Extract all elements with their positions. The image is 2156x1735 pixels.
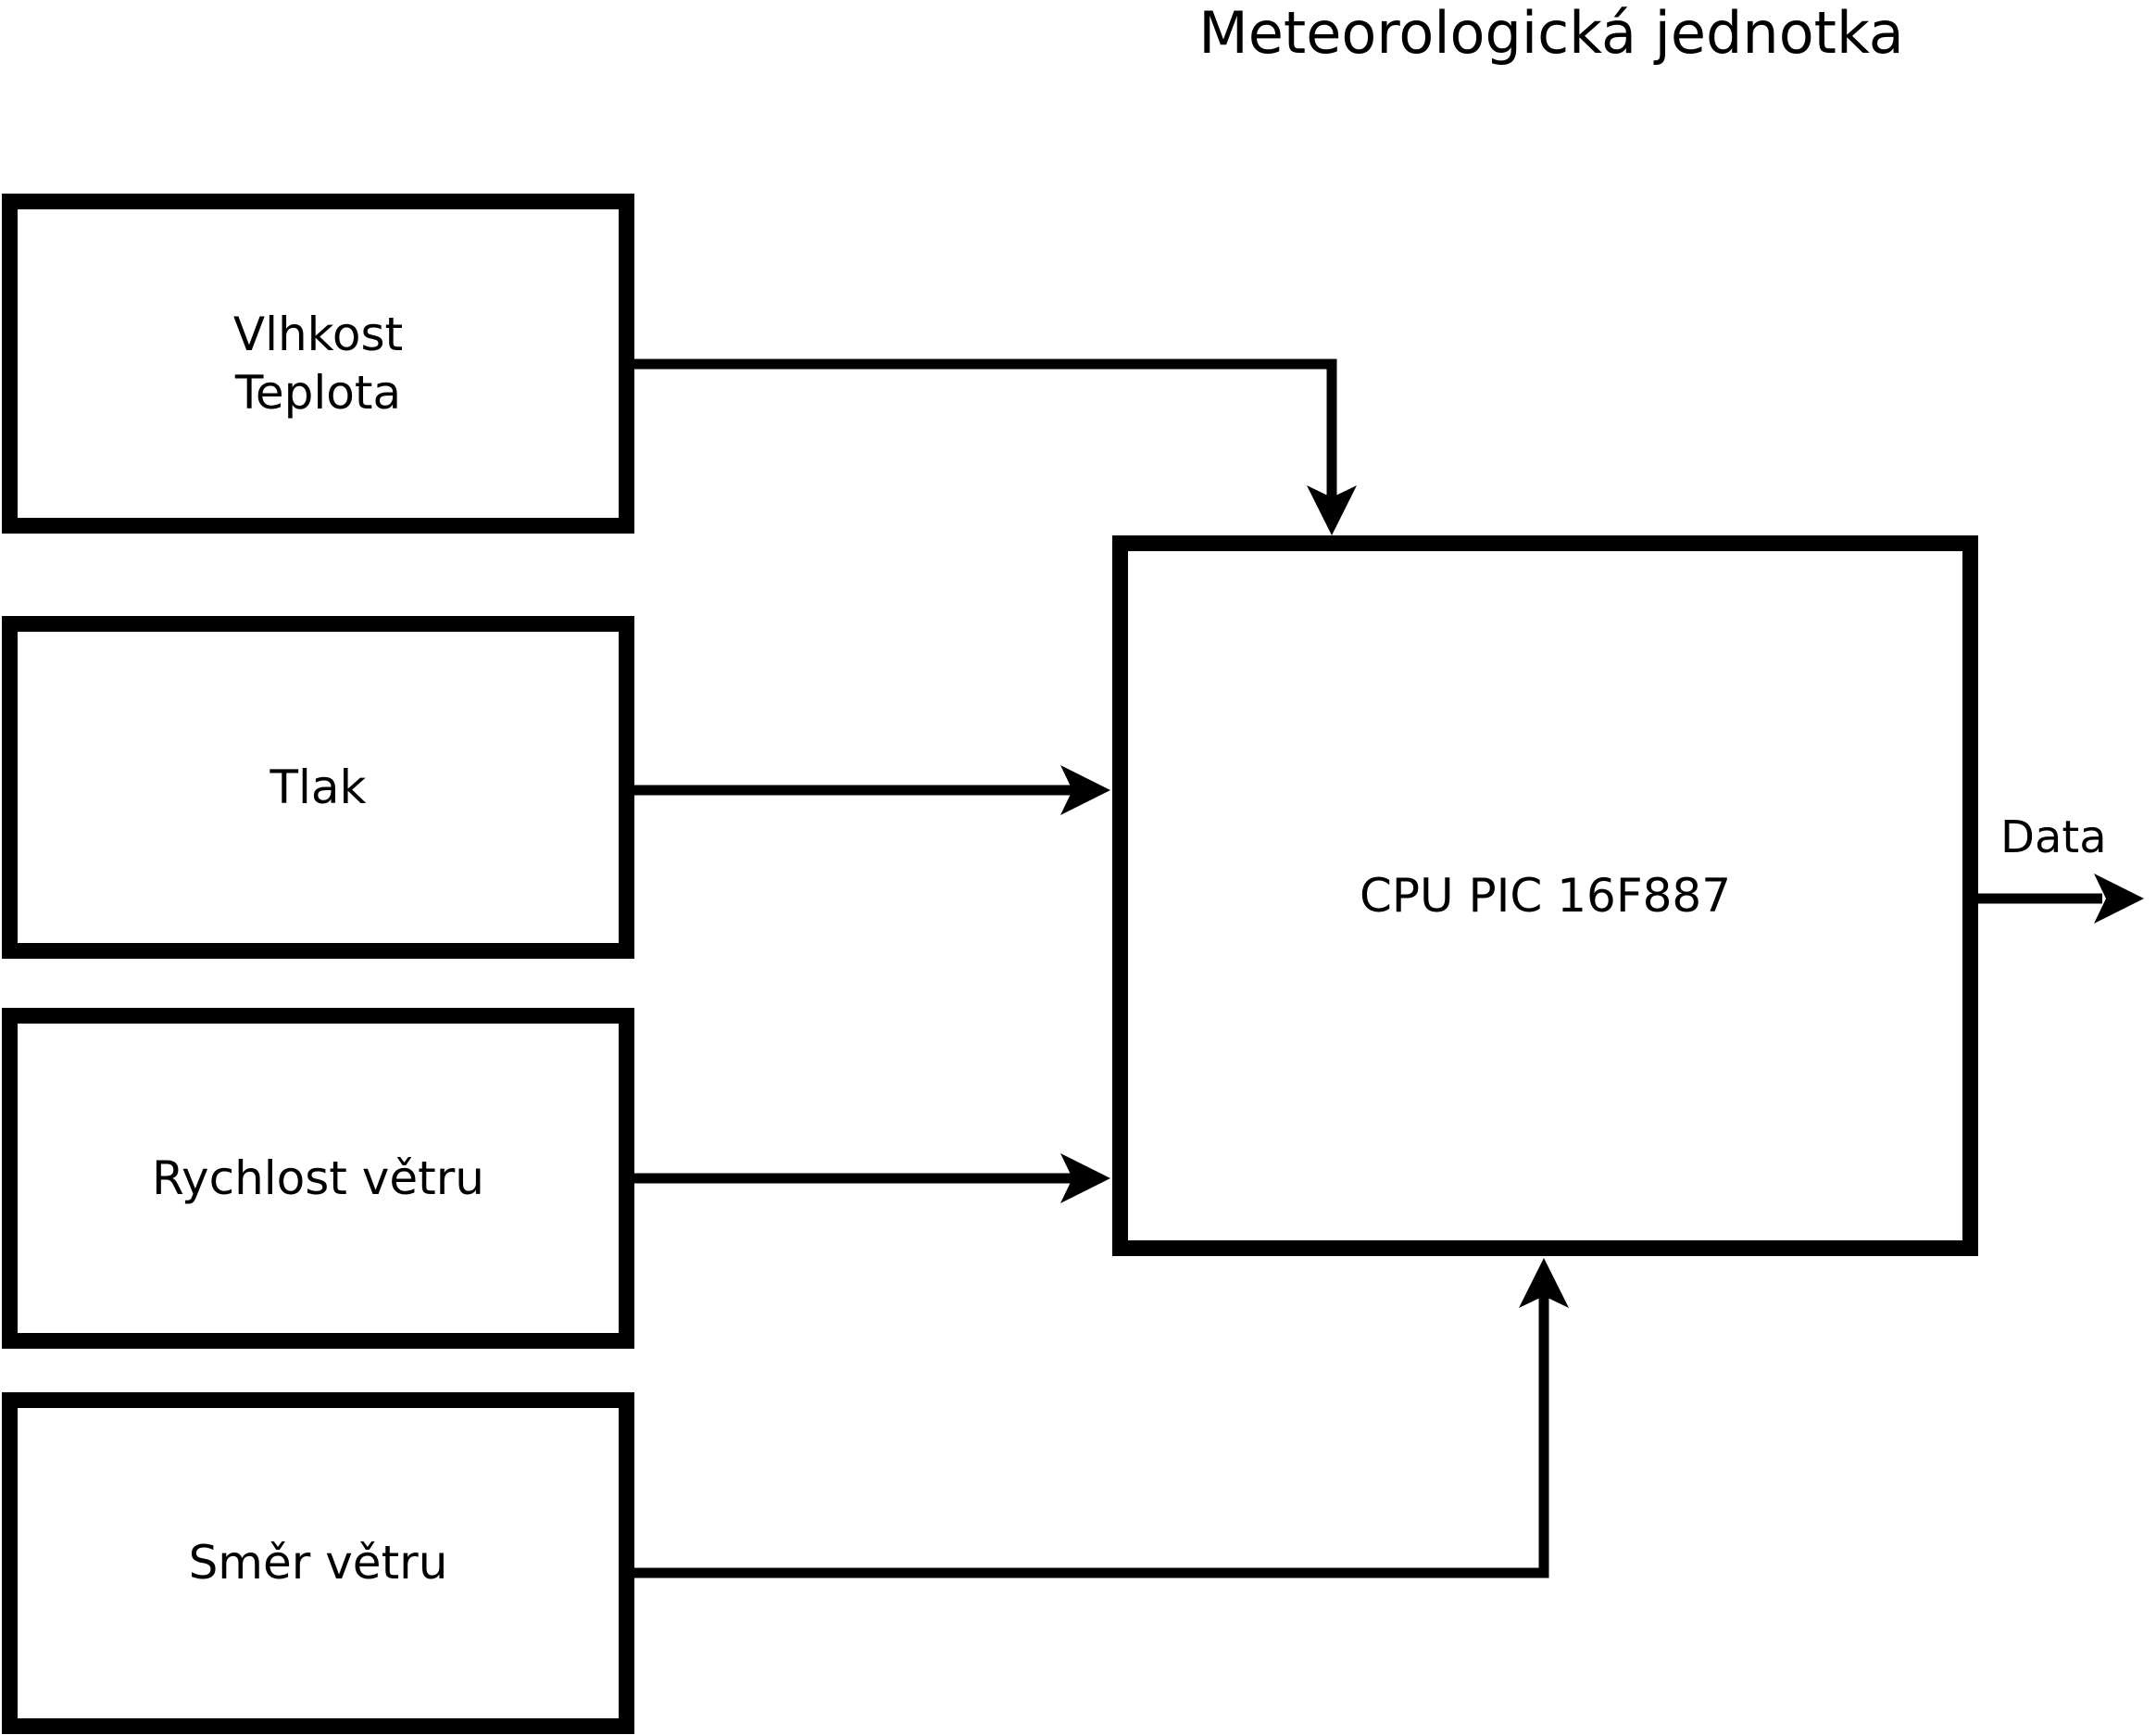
data-output-label: Data: [2000, 811, 2107, 863]
sensor-box-pressure: Tlak: [2, 616, 634, 959]
connector-cpu-to-data-output: [1978, 874, 2144, 924]
arrowhead-right-icon: [1060, 765, 1110, 815]
sensor-box-wind-speed: Rychlost větru: [2, 1008, 634, 1349]
arrowhead-right-icon: [1060, 1153, 1110, 1203]
arrowhead-right-icon: [2094, 874, 2144, 924]
cpu-box: CPU PIC 16F887: [1112, 535, 1978, 1256]
sensor-box-humidity-temperature: Vlhkost Teplota: [2, 194, 634, 534]
connector-pressure-to-cpu: [634, 765, 1110, 815]
connector-wind-direction-to-cpu: [634, 1258, 1569, 1578]
arrowhead-down-icon: [1307, 485, 1357, 535]
connector-wind-speed-to-cpu: [634, 1153, 1110, 1203]
connector-humidity-temperature-to-cpu: [634, 358, 1357, 535]
sensor-box-wind-direction: Směr větru: [2, 1392, 634, 1734]
diagram-title: Meteorologická jednotka: [1198, 0, 1904, 67]
arrowhead-up-icon: [1519, 1258, 1569, 1308]
